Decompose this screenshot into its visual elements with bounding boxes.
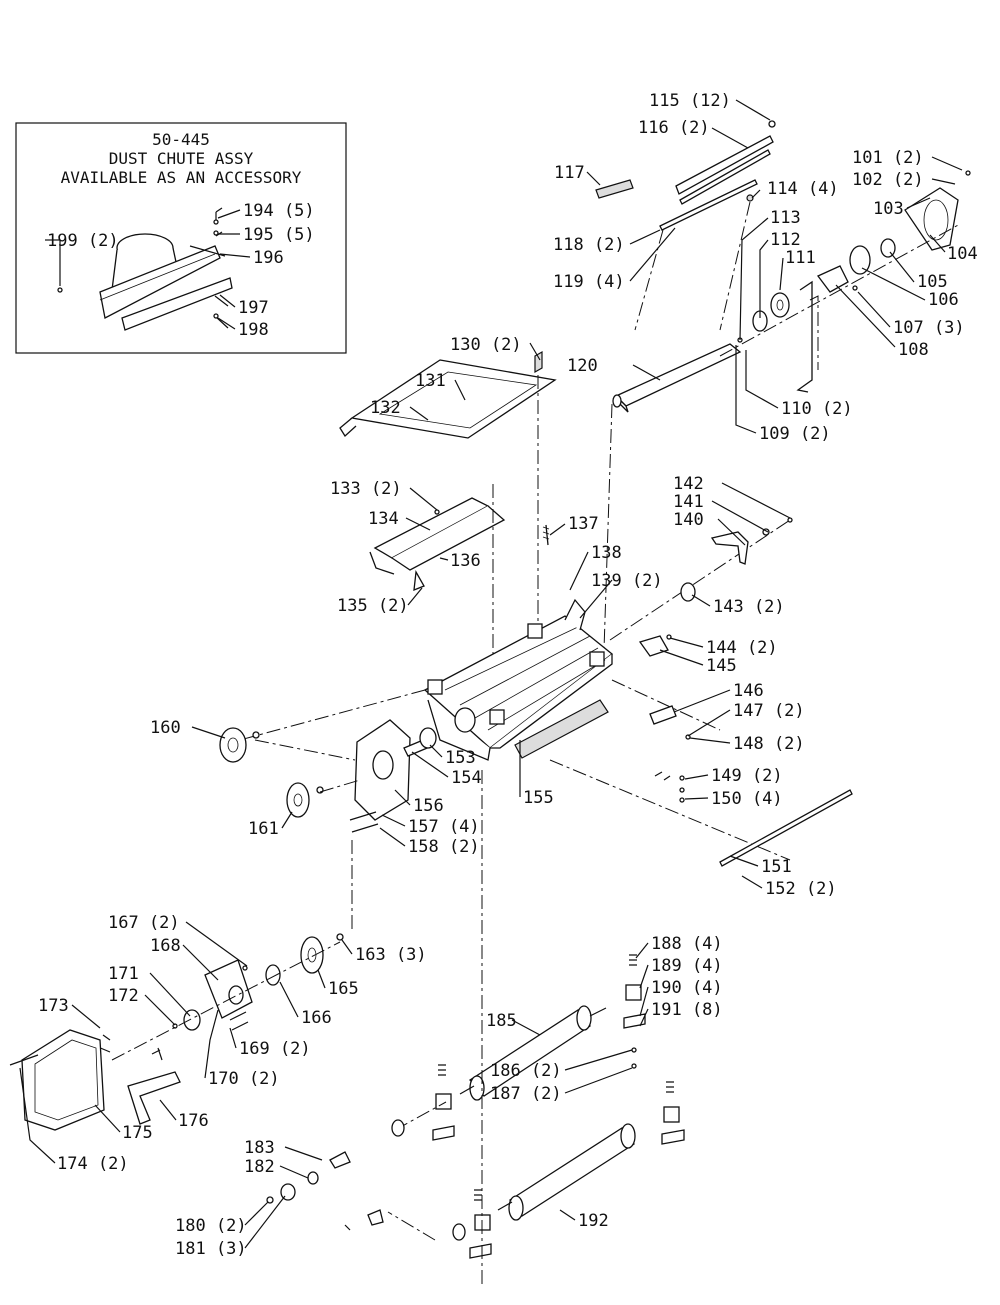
callout-114: 114 (4) (767, 179, 839, 199)
planer-base (239, 519, 791, 861)
callout-138: 138 (591, 543, 622, 563)
callout-137: 137 (568, 514, 599, 534)
inset-title-line-3: AVAILABLE AS AN ACCESSORY (61, 168, 302, 187)
callout-labels: 115 (12) 116 (2) 117 114 (4) 118 (2) 119… (38, 91, 978, 1259)
callout-147: 147 (2) (733, 701, 805, 721)
callout-103: 103 (873, 199, 904, 219)
callout-150: 150 (4) (711, 789, 783, 809)
callout-170: 170 (2) (208, 1069, 280, 1089)
callout-146: 146 (733, 681, 764, 701)
callout-140: 140 (673, 510, 704, 530)
callout-145: 145 (706, 656, 737, 676)
callout-153: 153 (445, 748, 476, 768)
callout-175: 175 (122, 1123, 153, 1143)
callout-151: 151 (761, 857, 792, 877)
inset-border (15, 122, 347, 354)
callout-142: 142 (673, 474, 704, 494)
callout-155: 155 (523, 788, 554, 808)
callout-101: 101 (2) (852, 148, 924, 168)
callout-115: 115 (12) (649, 91, 731, 111)
callout-182: 182 (244, 1157, 275, 1177)
callout-191: 191 (8) (651, 1000, 723, 1020)
callout-130: 130 (2) (450, 335, 522, 355)
callout-188: 188 (4) (651, 934, 723, 954)
callout-139: 139 (2) (591, 571, 663, 591)
inset-title-line-1: 50-445 (152, 130, 210, 149)
callout-173: 173 (38, 996, 69, 1016)
callout-104: 104 (947, 244, 978, 264)
callout-148: 148 (2) (733, 734, 805, 754)
callout-117: 117 (554, 163, 585, 183)
callout-119: 119 (4) (553, 272, 625, 292)
callout-158: 158 (2) (408, 837, 480, 857)
callout-190: 190 (4) (651, 978, 723, 998)
leader-lines (19, 99, 963, 1249)
callout-165: 165 (328, 979, 359, 999)
callout-185: 185 (486, 1011, 517, 1031)
callout-174: 174 (2) (57, 1154, 129, 1174)
callout-118: 118 (2) (553, 235, 625, 255)
callout-109: 109 (2) (759, 424, 831, 444)
callout-120: 120 (567, 356, 598, 376)
inset-title-line-2: DUST CHUTE ASSY (109, 149, 254, 168)
callout-186: 186 (2) (490, 1061, 562, 1081)
callout-163: 163 (3) (355, 945, 427, 965)
callout-134: 134 (368, 509, 399, 529)
callout-141: 141 (673, 492, 704, 512)
callout-169: 169 (2) (239, 1039, 311, 1059)
callout-144: 144 (2) (706, 638, 778, 658)
dust-chute-drawing (99, 233, 233, 331)
callout-176: 176 (178, 1111, 209, 1131)
callout-107: 107 (3) (893, 318, 965, 338)
callout-102: 102 (2) (852, 170, 924, 190)
callout-167: 167 (2) (108, 913, 180, 933)
right-side-parts (638, 517, 853, 867)
cutterhead-group (595, 120, 971, 651)
callout-116: 116 (2) (638, 118, 710, 138)
callout-195: 195 (5) (243, 225, 315, 245)
lower-gear-train (9, 933, 344, 1131)
callout-199: 199 (2) (47, 231, 119, 251)
callout-183: 183 (244, 1138, 275, 1158)
callout-106: 106 (928, 290, 959, 310)
top-cover (339, 350, 557, 625)
callout-181: 181 (3) (175, 1239, 247, 1259)
callout-131: 131 (415, 371, 446, 391)
dust-chute-inset: 50-445 DUST CHUTE ASSY AVAILABLE AS AN A… (15, 122, 347, 354)
callout-180: 180 (2) (175, 1216, 247, 1236)
callout-196: 196 (253, 248, 284, 268)
callout-166: 166 (301, 1008, 332, 1028)
callout-112: 112 (770, 230, 801, 250)
callout-135: 135 (2) (337, 596, 409, 616)
callout-160: 160 (150, 718, 181, 738)
callout-161: 161 (248, 819, 279, 839)
callout-198: 198 (238, 320, 269, 340)
callout-108: 108 (898, 340, 929, 360)
callout-197: 197 (238, 298, 269, 318)
callout-149: 149 (2) (711, 766, 783, 786)
callout-152: 152 (2) (765, 879, 837, 899)
callout-143: 143 (2) (713, 597, 785, 617)
callout-132: 132 (370, 398, 401, 418)
callout-172: 172 (108, 986, 139, 1006)
callout-187: 187 (2) (490, 1084, 562, 1104)
feed-rollers (266, 770, 685, 1285)
callout-171: 171 (108, 964, 139, 984)
callout-110: 110 (2) (781, 399, 853, 419)
callout-136: 136 (450, 551, 481, 571)
callout-111: 111 (785, 248, 816, 268)
callout-189: 189 (4) (651, 956, 723, 976)
callout-105: 105 (917, 272, 948, 292)
callout-194: 194 (5) (243, 201, 315, 221)
callout-157: 157 (4) (408, 817, 480, 837)
chip-deflector (369, 484, 550, 690)
left-gear-case (219, 719, 437, 930)
callout-168: 168 (150, 936, 181, 956)
callout-133: 133 (2) (330, 479, 402, 499)
callout-113: 113 (770, 208, 801, 228)
callout-154: 154 (451, 768, 482, 788)
callout-192: 192 (578, 1211, 609, 1231)
callout-156: 156 (413, 796, 444, 816)
